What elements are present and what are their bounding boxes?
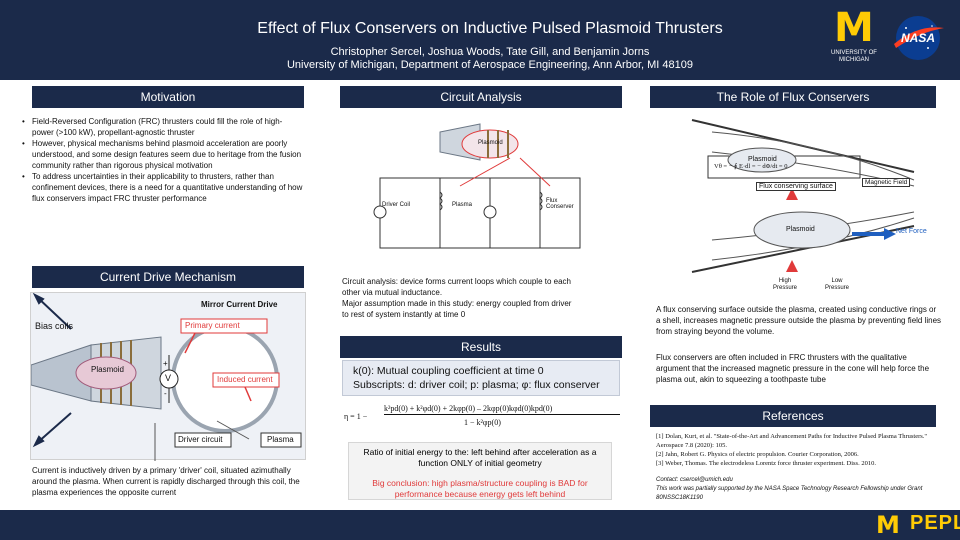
energy-ratio-note-continued: function ONLY of initial geometry [418,458,542,468]
footer-band: M PEPL [0,510,960,540]
bias-coils-label: Bias coils [35,321,74,331]
motivation-bullet: To address uncertainties in their applic… [22,171,304,204]
funding-acknowledgement: This work was partially supported by the… [656,486,923,501]
header-band: Effect of Flux Conservers on Inductive P… [0,0,960,80]
author-block: Christopher Sercel, Joshua Woods, Tate G… [120,46,860,72]
low-pressure-label: Low Pressure [824,278,849,291]
nasa-logo: NASA [894,16,944,60]
voltage-source-label: V [165,373,172,383]
motivation-bullet: However, physical mechanisms behind plas… [22,138,304,171]
reference-item: [3] Weber, Thomas. The electrodeless Lor… [656,460,876,467]
affiliation: University of Michigan, Department of Ae… [286,59,693,71]
net-force-label: Net Force [896,228,927,235]
circuit-figure: Plasmoid Driver Coil Plasma Flux Conserv… [340,112,622,270]
mirror-current-drive-diagram [31,293,302,461]
plasmoid-label: Plasmoid [91,365,124,374]
flux-conserving-surface-label: Flux conserving surface [756,182,836,191]
references-heading: References [650,405,936,427]
flux-equation: Vθ = − ∮ E·dl = − dΦ/dt = 0 [714,163,788,170]
big-conclusion: Big conclusion: high plasma/structure co… [372,478,588,488]
efficiency-equation: η = 1 − k²pd(0) + k²φd(0) + 2kφp(0) – 2k… [344,402,620,436]
results-conclusion-box: Ratio of initial energy to the: left beh… [348,442,612,500]
flux-conserver-para-1: A flux conserving surface outside the pl… [656,305,942,336]
contact-block: Contact: csercel@umich.edu This work was… [656,476,936,503]
motivation-body: Field-Reversed Configuration (FRC) thrus… [22,116,304,204]
motivation-heading: Motivation [32,86,304,108]
subscript-definition: Subscripts: d: driver coil; p: plasma; φ… [353,379,600,391]
circuit-caption: Circuit analysis: device forms current l… [342,276,622,320]
reference-item: [2] Jahn, Robert G. Physics of electric … [656,451,859,458]
circuit-plasmoid-label: Plasmoid [478,140,503,146]
flux-conserver-para-2: Flux conservers are often included in FR… [656,353,930,384]
magnetic-field-label: Magnetic Field [862,178,911,187]
contact-email: Contact: csercel@umich.edu [656,477,733,483]
pepl-logo: PEPL [910,512,960,534]
results-definition-box: k(0): Mutual coupling coefficient at tim… [342,360,620,396]
reference-list: [1] Dolan, Kurt, et al. "State-of-the-Ar… [656,432,936,468]
results-heading: Results [340,336,622,358]
big-conclusion-continued: performance because energy gets left beh… [394,489,566,499]
coupling-coefficient-definition: k(0): Mutual coupling coefficient at tim… [353,365,544,377]
circuit-caption-line: Major assumption made in this study: ene… [342,299,572,308]
minus-terminal-label: - [164,389,167,398]
primary-current-box [180,318,268,334]
mirror-current-drive-figure: Mirror Current Drive Bias coils Primary … [30,292,306,461]
authors: Christopher Sercel, Joshua Woods, Tate G… [330,46,650,58]
energy-ratio-note: Ratio of initial energy to the: left beh… [363,447,597,457]
current-drive-heading: Current Drive Mechanism [32,266,304,288]
mirror-current-drive-label: Mirror Current Drive [201,300,278,309]
footer-michigan-logo: M [876,511,900,539]
primary-current-label: Primary current [185,321,240,330]
flux-conserver-figure: Plasmoid Vθ = − ∮ E·dl = − dΦ/dt = 0 Flu… [652,112,934,298]
current-drive-caption: Current is inductively driven by a prima… [32,466,300,497]
flux-conserver-diagram [691,119,915,273]
plus-terminal-label: + [163,359,168,368]
circuit-analysis-heading: Circuit Analysis [340,86,622,108]
poster-title: Effect of Flux Conservers on Inductive P… [257,20,723,37]
flux-conserver-label: Flux Conserver [546,198,574,210]
flux-plasmoid-bottom-label: Plasmoid [786,226,815,233]
equation-numerator: k²pd(0) + k²φd(0) + 2kφp(0) – 2kφp(0)kφd… [384,404,620,415]
equation-lhs: η = 1 − [344,412,368,421]
university-of-michigan-wordmark: UNIVERSITY OF MICHIGAN [831,50,877,63]
plasma-label: Plasma [267,435,294,444]
induced-current-label: Induced current [217,375,273,384]
nasa-logo-text: NASA [901,31,935,45]
circuit-caption-line: to rest of system instantly at time 0 [342,310,466,319]
circuit-plasma-label: Plasma [452,202,473,208]
high-pressure-label: High Pressure [772,278,797,291]
reference-item: [1] Dolan, Kurt, et al. "State-of-the-Ar… [656,433,928,449]
induced-current-box [212,372,280,388]
driver-circuit-label: Driver circuit [178,435,223,444]
circuit-diagram [373,123,581,249]
equation-denominator: 1 − k²φp(0) [464,418,501,427]
motivation-bullet: Field-Reversed Configuration (FRC) thrus… [22,116,304,138]
circuit-caption-line: Circuit analysis: device forms current l… [342,277,571,286]
flux-conservers-heading: The Role of Flux Conservers [650,86,936,108]
circuit-caption-line: other via mutual inductance. [342,288,443,297]
university-of-michigan-logo: M [834,5,874,51]
flux-plasmoid-top-label: Plasmoid [748,156,777,163]
driver-coil-label: Driver Coil [382,202,411,208]
